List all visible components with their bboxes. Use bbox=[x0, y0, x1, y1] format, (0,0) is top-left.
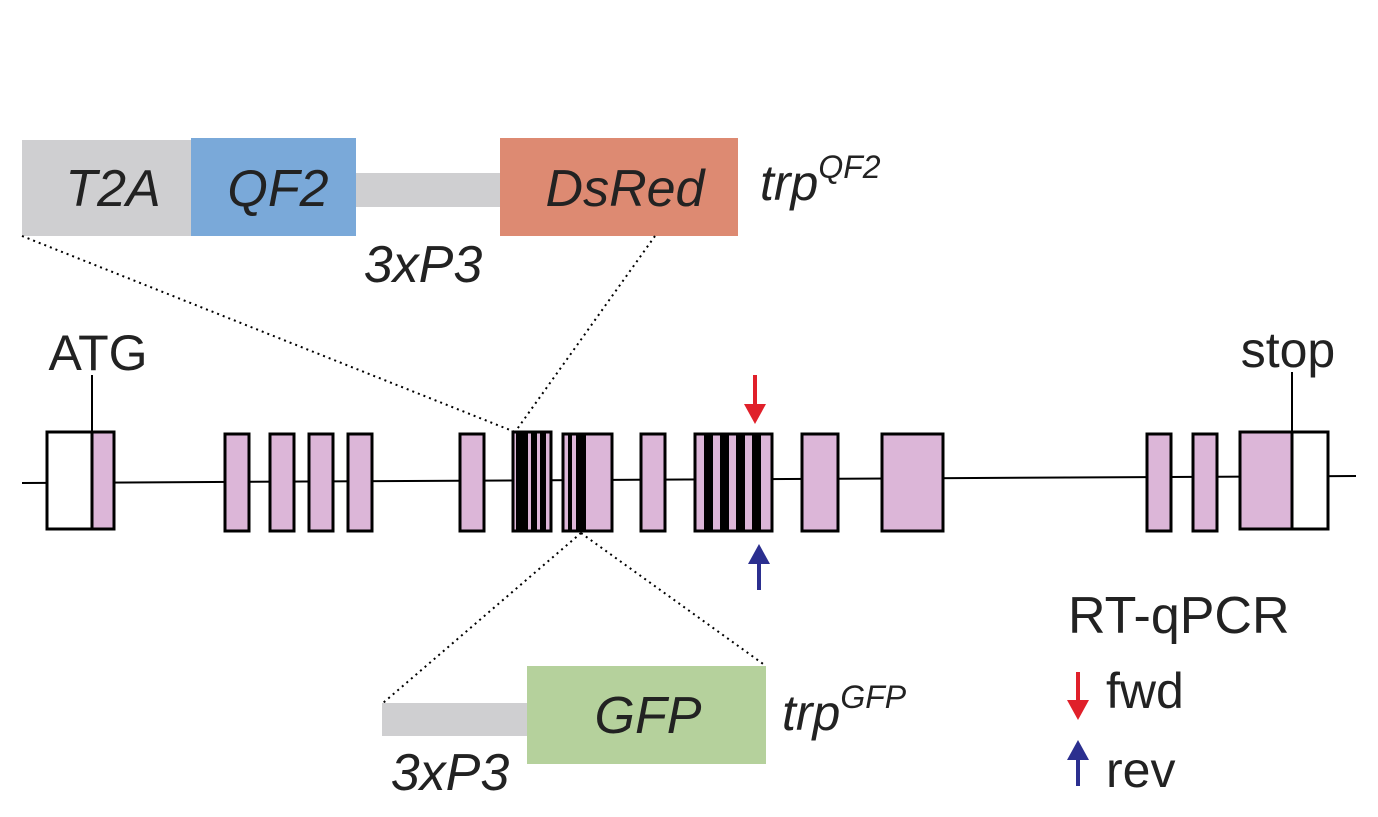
utr-3prime bbox=[1290, 430, 1330, 531]
allele-sup-qf2: QF2 bbox=[818, 149, 880, 185]
exon-6 bbox=[458, 432, 486, 533]
exon-15 bbox=[1238, 430, 1294, 531]
promoter-linker-top bbox=[356, 173, 501, 207]
t2a-label: T2A bbox=[65, 160, 160, 218]
legend-title: RT-qPCR bbox=[1068, 587, 1290, 645]
legend: RT-qPCR fwd rev bbox=[1067, 587, 1290, 798]
primer-fwd-marker bbox=[744, 375, 766, 424]
gfp-label: GFP bbox=[595, 687, 702, 745]
exon-12 bbox=[880, 432, 945, 533]
gfp-cassette: GFP 3xP3 trpGFP bbox=[382, 666, 907, 802]
band-8a bbox=[568, 435, 572, 530]
exon-11 bbox=[800, 432, 840, 533]
legend-rev-arrow-icon bbox=[1067, 740, 1089, 786]
exon-1 bbox=[90, 430, 116, 531]
legend-rev-label: rev bbox=[1106, 742, 1175, 798]
dsred-label: DsRed bbox=[546, 160, 707, 218]
qf2-cassette: T2A QF2 DsRed 3xP3 trpQF2 bbox=[22, 138, 881, 294]
dotted-connector-bottom-left bbox=[382, 532, 582, 704]
dotted-connector-bottom-right bbox=[580, 532, 767, 667]
start-codon-label: ATG bbox=[48, 325, 147, 381]
qf2-label: QF2 bbox=[227, 160, 328, 218]
exon-9 bbox=[639, 432, 667, 533]
promoter-label-bottom: 3xP3 bbox=[391, 744, 510, 802]
promoter-linker-bottom bbox=[382, 703, 528, 736]
band-7b bbox=[531, 433, 537, 530]
exon-3 bbox=[268, 432, 296, 533]
band-10b bbox=[720, 435, 729, 530]
gene-model: ATG stop bbox=[21, 322, 1357, 533]
legend-fwd-arrow-icon bbox=[1067, 672, 1089, 720]
band-7c bbox=[540, 433, 546, 530]
t2a-box bbox=[22, 140, 192, 236]
primer-rev-marker bbox=[748, 544, 770, 590]
promoter-label-top: 3xP3 bbox=[364, 236, 483, 294]
gfp-box bbox=[527, 666, 766, 764]
qf2-box bbox=[191, 138, 356, 236]
allele-base-gfp: trp bbox=[782, 685, 840, 741]
allele-label-gfp: trpGFP bbox=[782, 679, 907, 741]
dotted-connector-top-left bbox=[21, 235, 516, 433]
exon-2 bbox=[223, 432, 251, 533]
band-8b bbox=[576, 435, 586, 530]
allele-base-qf2: trp bbox=[760, 155, 818, 211]
stop-codon-label: stop bbox=[1241, 322, 1336, 378]
dsred-box bbox=[500, 138, 738, 236]
exon-4 bbox=[307, 432, 335, 533]
band-10d bbox=[752, 435, 761, 530]
exon-13 bbox=[1145, 432, 1173, 533]
band-10a bbox=[704, 435, 713, 530]
band-7a bbox=[516, 433, 528, 530]
allele-sup-gfp: GFP bbox=[840, 679, 906, 715]
utr-5prime bbox=[45, 430, 94, 531]
legend-fwd-label: fwd bbox=[1106, 663, 1184, 719]
allele-label-qf2: trpQF2 bbox=[760, 149, 881, 211]
band-10c bbox=[736, 435, 745, 530]
exon-5 bbox=[346, 432, 374, 533]
exon-14 bbox=[1191, 432, 1219, 533]
dotted-connector-top-right bbox=[514, 235, 656, 433]
